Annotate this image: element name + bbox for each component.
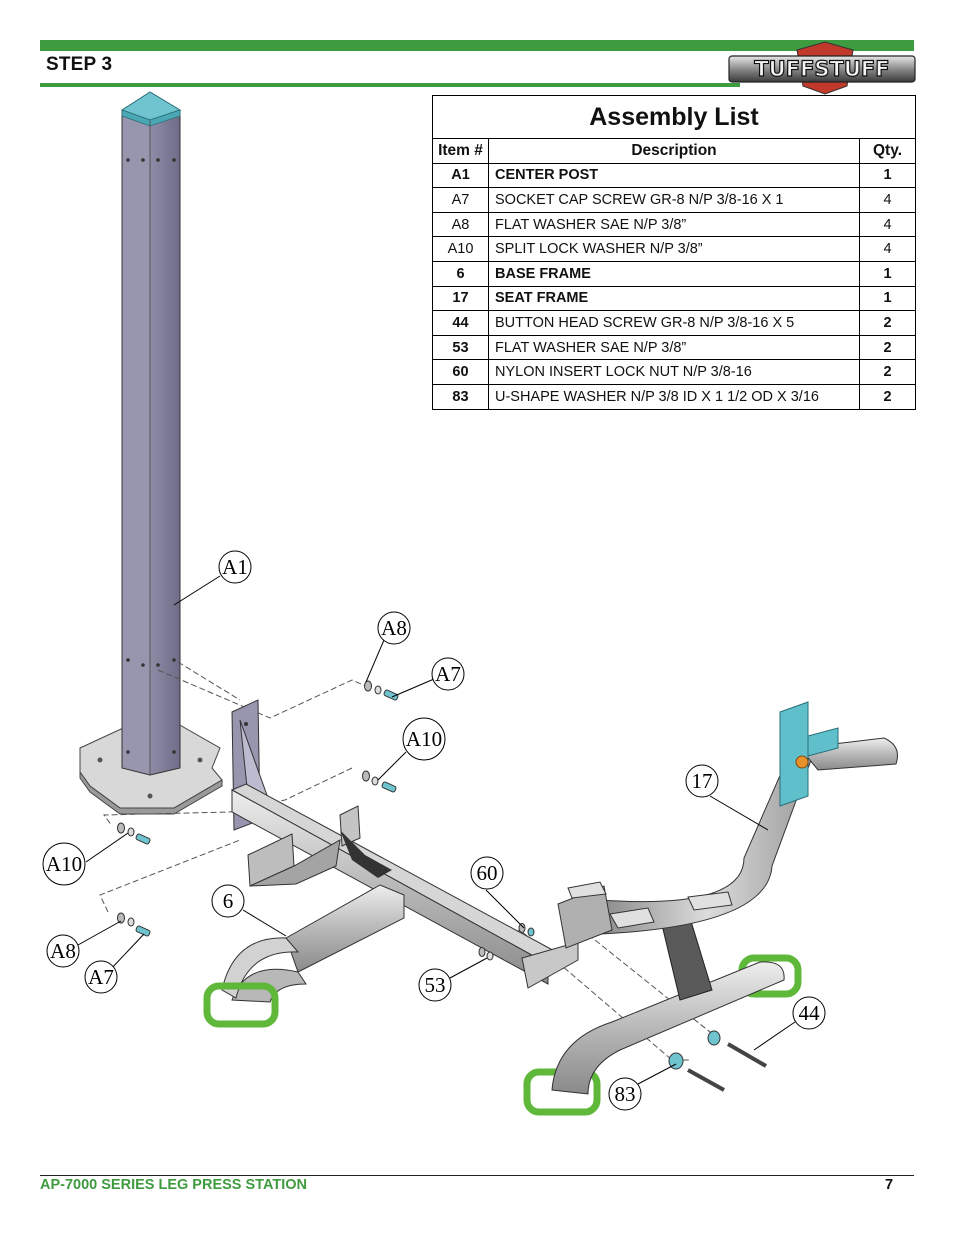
assembly-list: Assembly List Item # Description Qty. A1… xyxy=(432,95,916,410)
cell-description: NYLON INSERT LOCK NUT N/P 3/8-16 xyxy=(488,359,860,385)
callout-a7-top: A7 xyxy=(431,657,465,691)
callout-a8-top-label: A8 xyxy=(381,616,407,640)
cell-item: A8 xyxy=(433,211,489,238)
assembly-list-title: Assembly List xyxy=(433,96,915,139)
header-top-bar xyxy=(40,40,914,51)
callout-83: 83 xyxy=(608,1077,642,1111)
page-number: 7 xyxy=(885,1177,894,1193)
callout-leader-lines xyxy=(77,575,796,1085)
callout-60-label: 60 xyxy=(477,861,498,885)
callout-a7-top-label: A7 xyxy=(435,662,461,686)
cell-description: FLAT WASHER SAE N/P 3/8” xyxy=(488,211,860,238)
callout-a1: A1 xyxy=(218,550,252,584)
callout-53: 53 xyxy=(418,968,452,1002)
callout-6-label: 6 xyxy=(223,889,234,913)
assembly-guide-lines xyxy=(99,661,721,1061)
callout-a10-top-label: A10 xyxy=(406,727,442,751)
seat-frame-17 xyxy=(551,701,898,1095)
cell-description: CENTER POST xyxy=(488,162,860,189)
callout-17: 17 xyxy=(685,764,719,798)
callout-a7-left: A7 xyxy=(84,960,118,994)
callout-a10-left-label: A10 xyxy=(46,852,82,876)
callout-60: 60 xyxy=(470,856,504,890)
cell-description: SPLIT LOCK WASHER N/P 3/8” xyxy=(488,236,860,262)
callout-a1-label: A1 xyxy=(222,555,248,579)
cell-item: 17 xyxy=(433,285,489,312)
cell-qty: 1 xyxy=(859,260,915,287)
callout-44: 44 xyxy=(792,996,826,1030)
header-bottom-bar xyxy=(40,83,740,87)
cell-item: 44 xyxy=(433,310,489,336)
base-frame-6 xyxy=(221,783,579,1003)
callout-53-label: 53 xyxy=(425,973,446,997)
callout-a10-left: A10 xyxy=(42,842,86,886)
callout-44-label: 44 xyxy=(799,1001,821,1025)
callout-6: 6 xyxy=(211,884,245,918)
step-title: STEP 3 xyxy=(46,54,113,75)
callouts: A1 A8 A7 A10 17 A10 60 6 A8 A7 53 44 83 xyxy=(42,550,826,1111)
cell-item: 83 xyxy=(433,383,489,409)
cell-item: A7 xyxy=(433,187,489,213)
callout-a8-left: A8 xyxy=(46,934,80,968)
footer-title: AP-7000 SERIES LEG PRESS STATION xyxy=(40,1177,307,1193)
callout-17-label: 17 xyxy=(692,769,713,793)
cell-qty: 2 xyxy=(859,359,915,385)
cell-description: FLAT WASHER SAE N/P 3/8” xyxy=(488,334,860,361)
logo-text: TUFFSTUFF xyxy=(754,57,889,81)
callout-83-label: 83 xyxy=(615,1082,636,1106)
callout-a8-left-label: A8 xyxy=(50,939,76,963)
callout-a10-top: A10 xyxy=(402,717,446,761)
footer-divider xyxy=(40,1175,914,1176)
tuffstuff-logo: TUFFSTUFF xyxy=(728,41,916,95)
cell-qty: 4 xyxy=(859,211,915,238)
cell-description: BUTTON HEAD SCREW GR-8 N/P 3/8-16 X 5 xyxy=(488,310,860,336)
cell-description: U-SHAPE WASHER N/P 3/8 ID X 1 1/2 OD X 3… xyxy=(488,383,860,409)
callout-a7-left-label: A7 xyxy=(88,965,114,989)
table-header-row: Item # Description Qty. xyxy=(433,139,915,164)
callout-a8-top: A8 xyxy=(377,611,411,645)
hardware-fasteners xyxy=(117,680,768,1092)
cell-qty: 1 xyxy=(859,285,915,312)
center-post-a1 xyxy=(120,91,182,776)
cell-qty: 2 xyxy=(859,383,915,409)
cell-description: BASE FRAME xyxy=(488,260,860,287)
col-description: Description xyxy=(488,139,860,164)
col-qty: Qty. xyxy=(859,139,915,164)
cell-qty: 1 xyxy=(859,162,915,189)
